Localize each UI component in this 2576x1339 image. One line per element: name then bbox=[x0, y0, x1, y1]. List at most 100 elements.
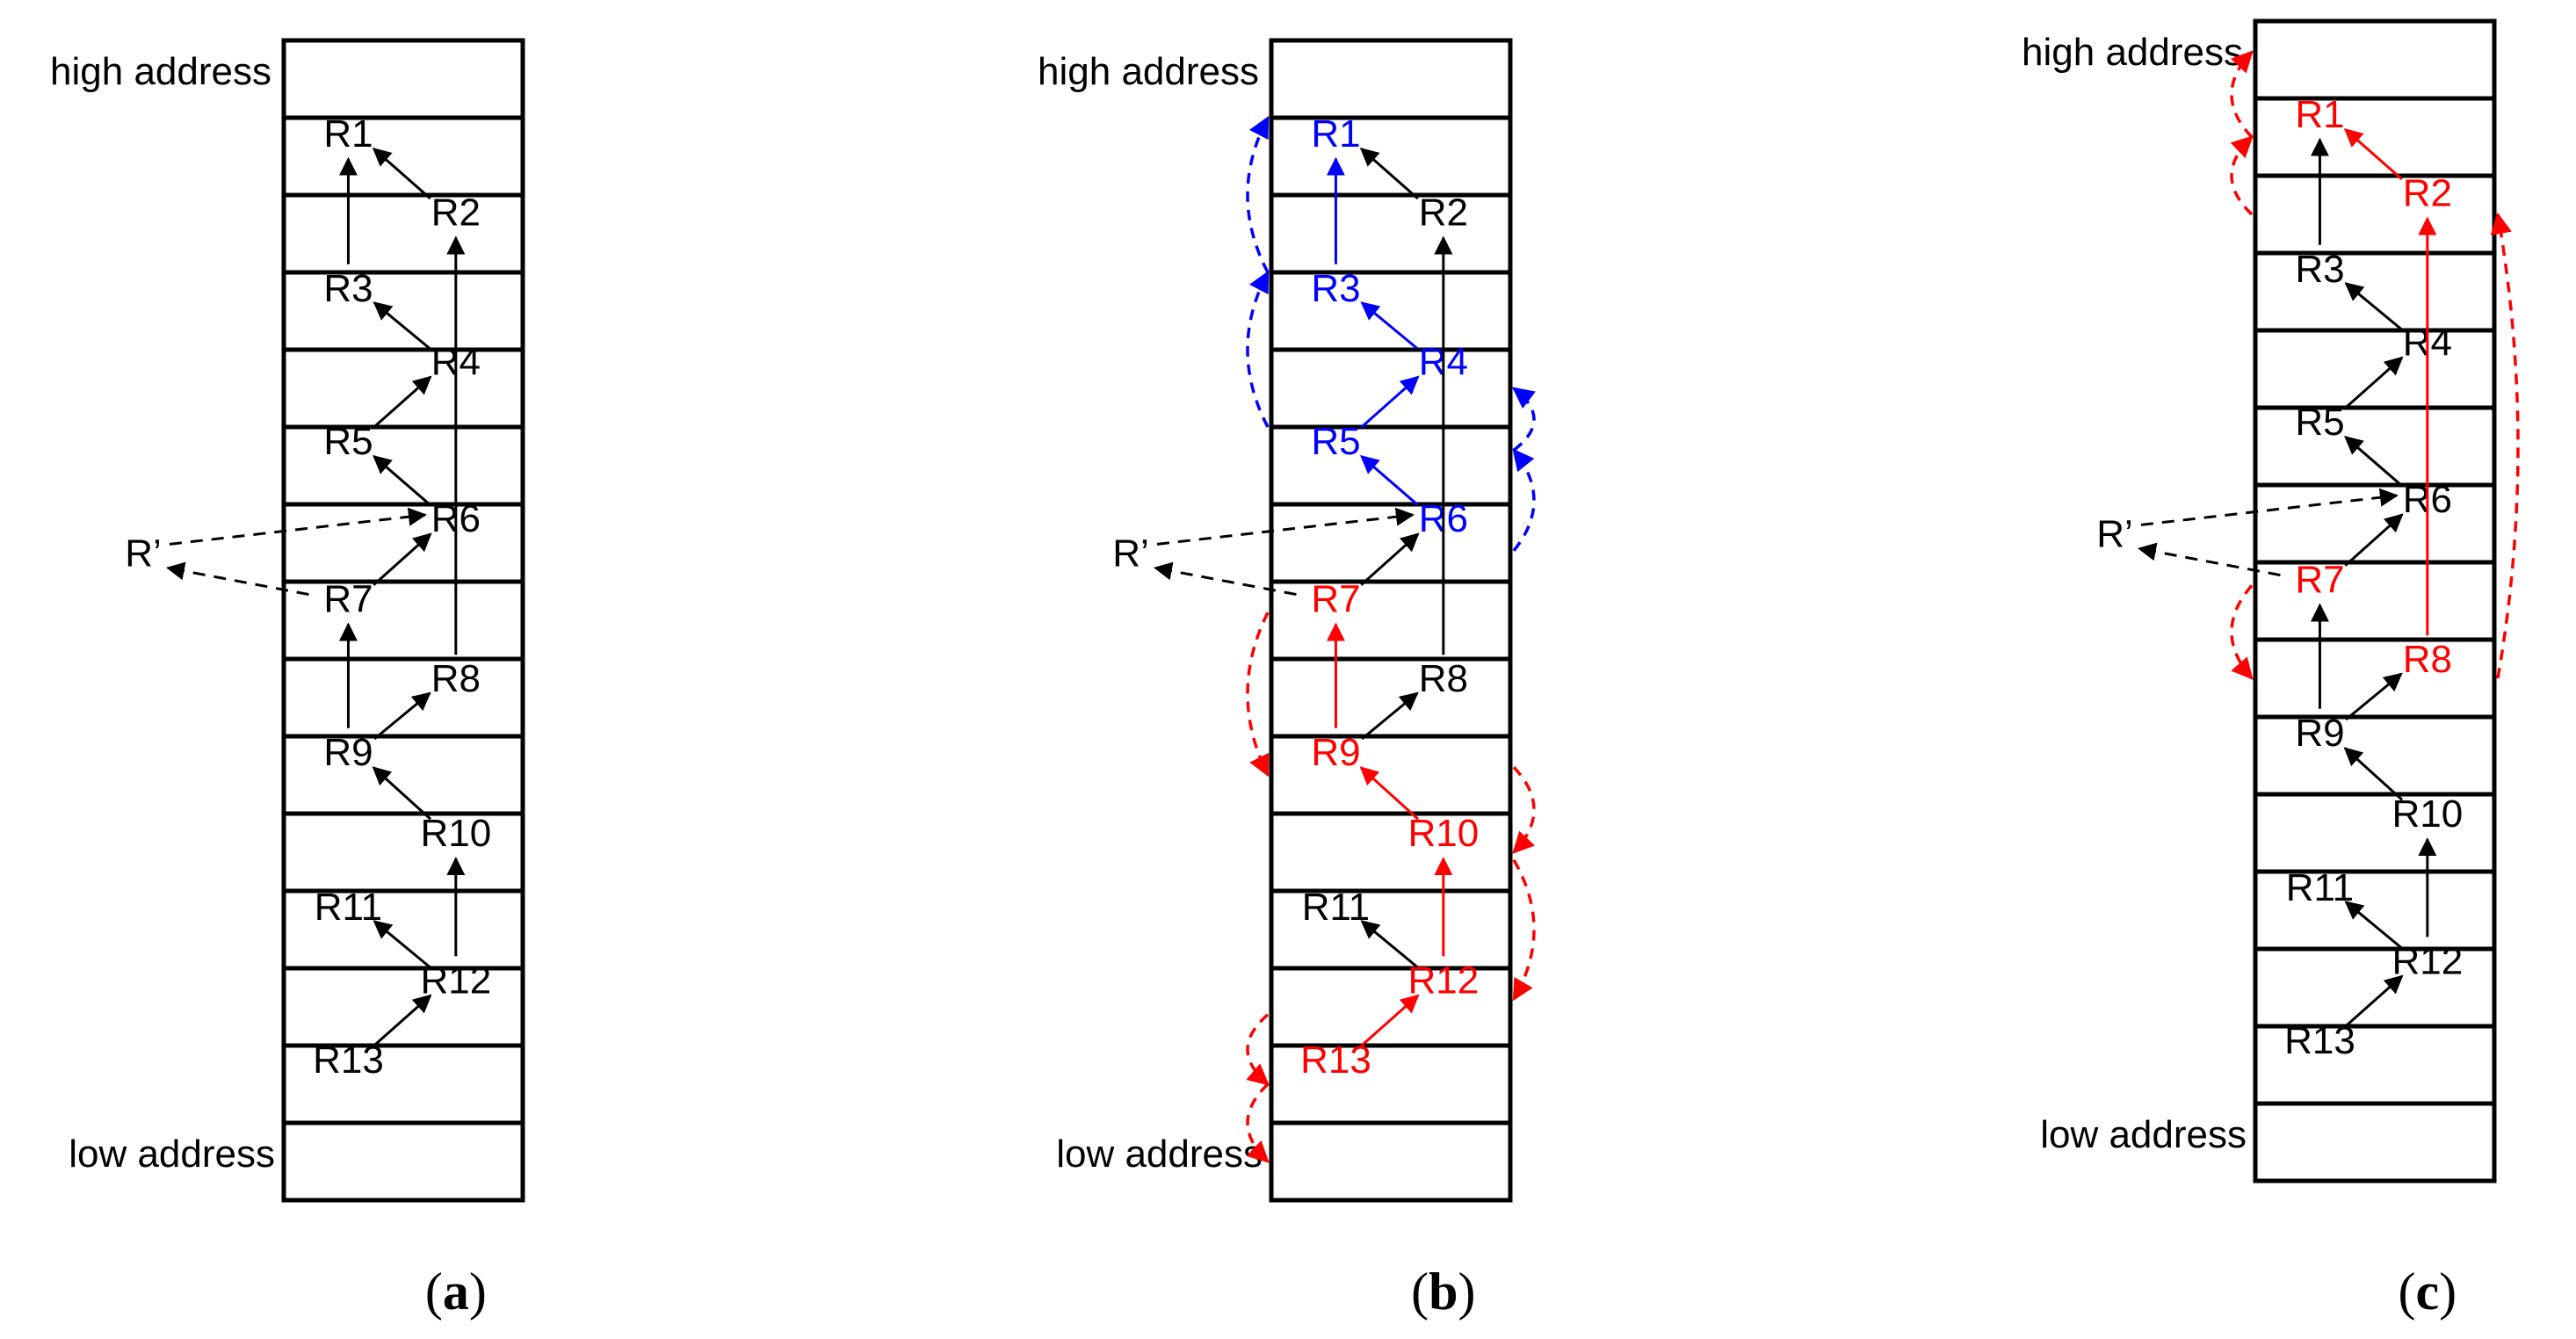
record-label-r5: R5 bbox=[323, 420, 373, 463]
pointer-arrow-r9-to-r8 bbox=[1361, 691, 1419, 741]
record-label-r3: R3 bbox=[323, 267, 373, 310]
pointer-arrow-r10-to-r9 bbox=[372, 766, 432, 821]
pointer-arrow-r2-to-r1 bbox=[1359, 147, 1419, 200]
record-label-r11: R11 bbox=[315, 886, 382, 929]
record-label-r7: R7 bbox=[1311, 578, 1360, 621]
panel-caption: (a) bbox=[425, 1263, 487, 1321]
record-label-r13: R13 bbox=[313, 1039, 384, 1082]
memory-column bbox=[2253, 18, 2497, 1183]
scan-arrow-right-5 bbox=[1512, 448, 1536, 552]
r-prime-arrow-to-r6 bbox=[2140, 488, 2399, 526]
scan-arrow-left-3 bbox=[1246, 1013, 1270, 1086]
record-label-r1: R1 bbox=[2295, 93, 2344, 136]
scan-arrow-left-1 bbox=[1246, 270, 1270, 428]
scan-arrow-right-8 bbox=[1512, 858, 1536, 1002]
record-label-r5: R5 bbox=[2295, 401, 2344, 444]
record-label-r2: R2 bbox=[431, 192, 481, 235]
memory-column bbox=[281, 38, 525, 1203]
record-label-r12: R12 bbox=[2391, 939, 2463, 982]
record-label-r13: R13 bbox=[2284, 1019, 2355, 1062]
pointer-arrow-r4-to-r3 bbox=[2344, 282, 2403, 330]
pointer-arrow-r6-to-r5 bbox=[1360, 455, 1419, 506]
caption-close-paren: ) bbox=[2439, 1263, 2457, 1321]
caption-close-paren: ) bbox=[1458, 1263, 1476, 1321]
record-label-r2: R2 bbox=[2403, 172, 2452, 215]
pointer-arrow-r5-to-r4 bbox=[373, 375, 432, 429]
pointer-arrow-r13-to-r12 bbox=[373, 994, 432, 1047]
caption-letter: c bbox=[2416, 1263, 2440, 1321]
pointer-arrow-r10-to-r9 bbox=[2343, 747, 2404, 801]
pointer-arrow-r9-to-r8 bbox=[2345, 672, 2403, 721]
panel-caption: (b) bbox=[1411, 1263, 1475, 1321]
r-prime-label: R’ bbox=[1112, 532, 1149, 575]
record-label-r9: R9 bbox=[1311, 731, 1360, 774]
r-prime-arrow-from-r7 bbox=[1153, 561, 1297, 597]
memory-column bbox=[1269, 38, 1513, 1203]
r-prime-arrow-from-r7 bbox=[2137, 542, 2281, 577]
high-address-label: high address bbox=[50, 50, 271, 93]
pointer-arrow-r5-to-r4 bbox=[2344, 356, 2404, 409]
caption-close-paren: ) bbox=[469, 1263, 487, 1321]
high-address-label: high address bbox=[1038, 50, 1259, 93]
record-label-r1: R1 bbox=[323, 112, 373, 156]
pointer-arrow-r7-to-r6 bbox=[1360, 532, 1420, 586]
r-prime-label: R’ bbox=[125, 532, 162, 575]
record-label-r10: R10 bbox=[1407, 812, 1479, 855]
record-label-r3: R3 bbox=[2295, 248, 2344, 291]
pointer-arrow-r4-to-r3 bbox=[373, 301, 431, 350]
pointer-arrow-r13-to-r12 bbox=[2344, 974, 2404, 1028]
pointer-arrow-r2-to-r1 bbox=[372, 147, 431, 200]
record-label-r11: R11 bbox=[2286, 866, 2354, 909]
record-label-r10: R10 bbox=[420, 812, 491, 855]
pointer-arrow-r5-to-r4 bbox=[1360, 375, 1420, 429]
record-label-r9: R9 bbox=[323, 731, 373, 774]
scan-arrow-left-4 bbox=[1246, 1082, 1270, 1163]
scan-arrow-right-7 bbox=[1512, 765, 1536, 854]
pointer-arrow-r9-to-r8 bbox=[373, 691, 431, 741]
pointer-arrow-r10-to-r9 bbox=[1359, 766, 1420, 821]
scan-arrow-right-6 bbox=[1512, 387, 1536, 452]
record-label-r10: R10 bbox=[2391, 793, 2463, 836]
scan-arrow-left-2 bbox=[1246, 612, 1270, 778]
high-address-label: high address bbox=[2022, 31, 2243, 74]
record-label-r3: R3 bbox=[1311, 267, 1360, 310]
low-address-label: low address bbox=[2040, 1113, 2247, 1156]
record-label-r12: R12 bbox=[1407, 959, 1479, 1002]
pointer-arrow-r13-to-r12 bbox=[1360, 994, 1420, 1047]
pointer-arrow-r6-to-r5 bbox=[2344, 436, 2403, 487]
record-label-r11: R11 bbox=[1302, 886, 1370, 929]
caption-open-paren: ( bbox=[1411, 1263, 1429, 1321]
record-label-r7: R7 bbox=[2295, 559, 2344, 602]
record-label-r13: R13 bbox=[1300, 1039, 1371, 1082]
scan-arrow-left-0 bbox=[2230, 135, 2254, 216]
record-label-r5: R5 bbox=[1311, 420, 1360, 463]
record-label-r1: R1 bbox=[1311, 112, 1360, 156]
scan-arrow-left-2 bbox=[2230, 584, 2254, 680]
caption-letter: a bbox=[443, 1263, 469, 1321]
scan-arrow-right-3 bbox=[2490, 212, 2520, 679]
pointer-arrow-r12-to-r11 bbox=[1360, 920, 1419, 968]
record-label-r9: R9 bbox=[2295, 712, 2344, 755]
scan-arrow-left-1 bbox=[2230, 50, 2254, 139]
pointer-arrow-r2-to-r1 bbox=[2343, 127, 2403, 181]
r-prime-label: R’ bbox=[2096, 512, 2133, 555]
record-label-r8: R8 bbox=[2403, 638, 2452, 681]
caption-open-paren: ( bbox=[425, 1263, 443, 1321]
record-label-r12: R12 bbox=[420, 959, 491, 1002]
pointer-arrow-r4-to-r3 bbox=[1360, 301, 1419, 350]
pointer-arrow-r12-to-r11 bbox=[373, 920, 431, 968]
pointer-arrow-r7-to-r6 bbox=[373, 532, 432, 586]
low-address-label: low address bbox=[1056, 1133, 1263, 1176]
r-prime-arrow-to-r6 bbox=[169, 507, 427, 546]
pointer-arrow-r12-to-r11 bbox=[2344, 901, 2403, 949]
r-prime-arrow-to-r6 bbox=[1156, 507, 1415, 546]
panel-caption: (c) bbox=[2399, 1263, 2457, 1321]
record-label-r2: R2 bbox=[1419, 192, 1468, 235]
pointer-arrow-r6-to-r5 bbox=[373, 455, 431, 506]
caption-open-paren: ( bbox=[2399, 1263, 2416, 1321]
pointer-arrow-r7-to-r6 bbox=[2344, 513, 2404, 567]
record-label-r7: R7 bbox=[323, 578, 373, 621]
